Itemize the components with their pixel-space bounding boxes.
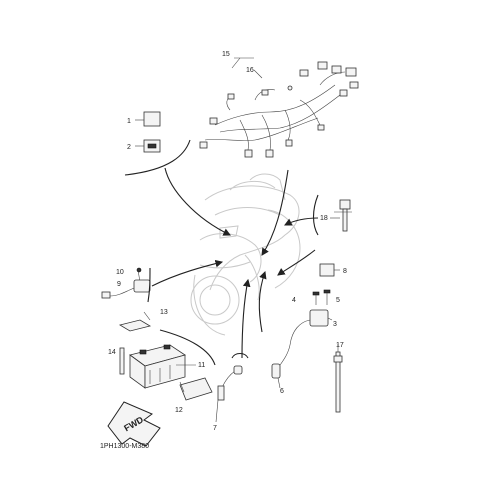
callout-labels: 1 2 3 4 5 6 7 8 9 10 11 12 13 14 15 16 1…: [108, 51, 347, 432]
scooter-outline: [190, 173, 301, 336]
buzzer-part-9: [101, 279, 151, 299]
callout-6: 6: [280, 388, 284, 395]
sensor-part-7: [217, 365, 243, 401]
callout-3: 3: [333, 321, 337, 328]
callout-17: 17: [336, 342, 344, 349]
strap-part-14: [119, 347, 125, 375]
callout-11: 11: [198, 362, 205, 369]
callout-12: 12: [175, 407, 183, 414]
relay-part-1: [135, 111, 161, 127]
forward-arrow: FWD: [107, 401, 161, 447]
callout-14: 14: [108, 349, 116, 356]
screw-part-10: [136, 267, 142, 283]
bolt-part-4: [312, 291, 320, 305]
sensor-part-18: [330, 199, 352, 232]
callout-8: 8: [343, 268, 347, 275]
bracket-part-13: [118, 311, 152, 332]
callout-1: 1: [127, 118, 131, 125]
leader-lines: [123, 57, 339, 423]
ignition-coil-part-3: [271, 309, 333, 379]
module-part-12: [179, 377, 213, 401]
callout-7: 7: [213, 425, 217, 432]
callout-4: 4: [292, 297, 296, 304]
callout-5: 5: [336, 297, 340, 304]
arrow-curves: [124, 139, 319, 366]
relay-part-2: [135, 139, 161, 153]
module-part-8: [319, 263, 340, 277]
battery-part-11: [129, 344, 186, 389]
diagram-code: 1PH1300-M380: [100, 443, 149, 450]
callout-13: 13: [160, 309, 168, 316]
callout-15: 15: [222, 51, 230, 58]
callout-2: 2: [127, 144, 131, 151]
bolt-part-5: [323, 289, 331, 305]
wire-harness: [199, 61, 359, 158]
callout-10: 10: [116, 269, 124, 276]
callout-18: 18: [320, 215, 328, 222]
callout-16: 16: [246, 67, 254, 74]
callout-9: 9: [117, 281, 121, 288]
rod-part-17: [333, 351, 343, 413]
